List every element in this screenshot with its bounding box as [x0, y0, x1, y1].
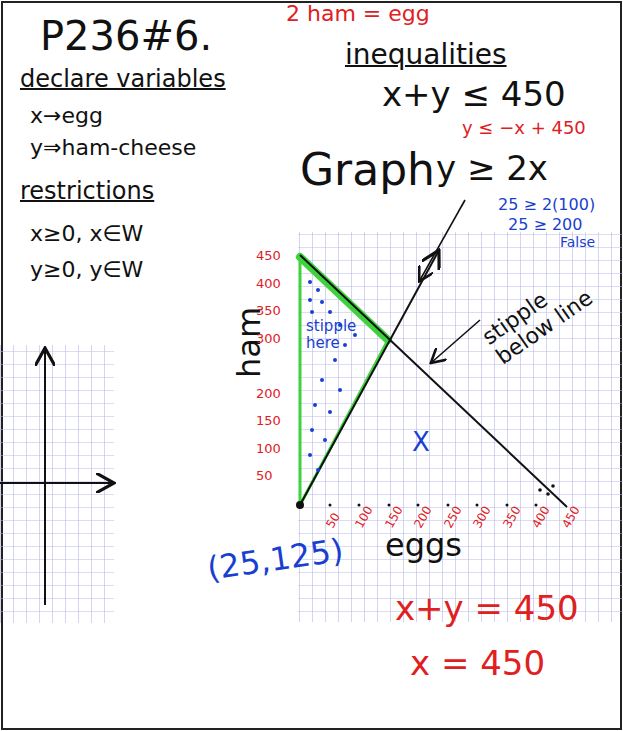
problem-title: P236#6. [40, 14, 212, 58]
equation-text: x+y = 450 [395, 590, 579, 627]
y-tick-label: 300 [256, 332, 281, 346]
axis-label: eggs [385, 528, 462, 563]
section-heading: inequalities [345, 40, 507, 71]
restriction-text: x≥0, x∈W [30, 222, 143, 246]
y-tick-label: 100 [256, 442, 281, 456]
y-tick-label: 450 [256, 249, 281, 263]
restriction-text: y≥0, y∈W [30, 258, 143, 282]
y-tick-label: 400 [256, 277, 281, 291]
test-point-work: 25 ≥ 200 [508, 216, 582, 234]
test-point-work: False [560, 235, 595, 250]
equation-text: x = 450 [410, 645, 545, 682]
inequality-text: x+y ≤ 450 [382, 76, 566, 113]
stipple-dots [308, 280, 357, 472]
y-tick-label: 200 [256, 387, 281, 401]
section-heading: Graph [300, 146, 435, 194]
test-point-mark: X [412, 428, 430, 457]
feasible-region [300, 257, 388, 505]
small-grid [0, 345, 114, 623]
inequality-text: y ≥ 2x [436, 150, 548, 187]
test-point-work: 25 ≥ 2(100) [498, 196, 595, 214]
variable-definition: y⇒ham-cheese [30, 136, 196, 160]
section-heading: restrictions [20, 178, 154, 204]
note-text: 2 ham = egg [286, 2, 430, 26]
variable-definition: x→egg [30, 104, 103, 128]
y-tick-label: 50 [256, 469, 273, 483]
y-tick-label: 150 [256, 414, 281, 428]
y-tick-label: 350 [256, 304, 281, 318]
inequality-text: y ≤ −x + 450 [462, 118, 586, 138]
section-heading: declare variables [20, 66, 226, 92]
large-grid [298, 232, 623, 622]
shading-note: stipple here [306, 318, 376, 351]
